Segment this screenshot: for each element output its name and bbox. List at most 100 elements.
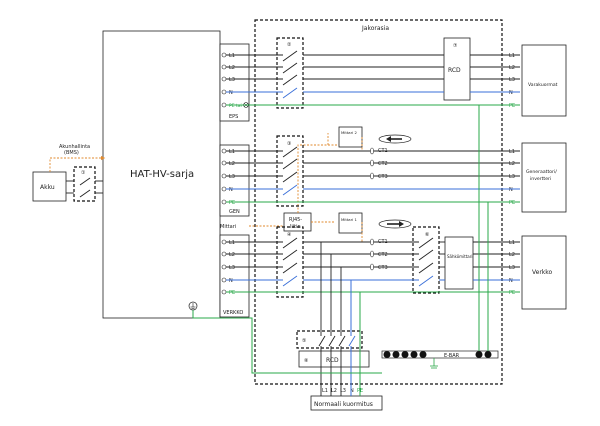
rcd-8-number: ⑧ bbox=[304, 358, 309, 364]
switch-6-contacts bbox=[418, 237, 434, 287]
right-terminal-labels: L1 L2 L3 N PE L1 L2 L3 N PE L1 L2 L3 N P… bbox=[509, 53, 515, 296]
earth-bar bbox=[381, 350, 499, 359]
grid-pe: PE bbox=[229, 290, 235, 296]
normal-load-l3: L3 bbox=[340, 388, 346, 394]
rcd-7 bbox=[443, 37, 471, 101]
gen-pe: PE bbox=[229, 200, 235, 206]
gen-port bbox=[219, 144, 250, 217]
inverter-block bbox=[102, 30, 221, 319]
grid-l1: L1 bbox=[229, 240, 235, 246]
grid-l3: L3 bbox=[229, 265, 235, 271]
normal-load-l2: L2 bbox=[331, 388, 337, 394]
svg-text:PE: PE bbox=[509, 290, 515, 296]
svg-text:L3: L3 bbox=[509, 265, 515, 271]
inverter-label: HAT-HV-sarja bbox=[130, 169, 194, 180]
ct-gen-labels: CT1 CT2 CT3 bbox=[378, 148, 388, 180]
rcd-7-label: RCD bbox=[448, 67, 461, 74]
normal-load-n: N bbox=[350, 388, 354, 394]
svg-text:PE: PE bbox=[509, 103, 515, 109]
rj45-line2: liitin bbox=[290, 224, 301, 230]
battery-block bbox=[32, 171, 67, 202]
switch-3-box bbox=[276, 135, 304, 207]
switch-1-number: ① bbox=[81, 170, 86, 176]
eps-terminals bbox=[221, 52, 227, 108]
earth-bar-terminals bbox=[383, 351, 492, 358]
generator-box bbox=[521, 142, 567, 213]
grid-label: Verkko bbox=[532, 269, 553, 276]
svg-text:PE: PE bbox=[509, 200, 515, 206]
flow-arrow-right-icon bbox=[378, 219, 412, 229]
meter-port-label: Mittari bbox=[220, 224, 236, 230]
wire-path bbox=[192, 310, 382, 374]
bms-label-line2: (BMS) bbox=[64, 150, 79, 156]
eps-l1: L1 bbox=[229, 53, 235, 59]
svg-text:CT2: CT2 bbox=[378, 252, 388, 258]
grid-port bbox=[219, 234, 250, 318]
switch-4-box bbox=[276, 226, 304, 298]
switch-5-contacts bbox=[318, 335, 356, 347]
gen-n: N bbox=[229, 187, 233, 193]
svg-text:L3: L3 bbox=[509, 77, 515, 83]
normal-load-l1: L1 bbox=[322, 388, 328, 394]
switch-3-number: ③ bbox=[287, 141, 291, 147]
backup-loads-box bbox=[521, 44, 567, 117]
svg-text:CT2: CT2 bbox=[378, 161, 388, 167]
ct-grid-labels: CT1 CT2 CT3 bbox=[378, 239, 388, 271]
bms-label-line1: Akunhallinta bbox=[59, 144, 90, 150]
current-transformer bbox=[370, 238, 374, 246]
eps-n: N bbox=[229, 90, 233, 96]
battery-label: Akku bbox=[40, 184, 55, 191]
switch-2-contacts bbox=[282, 50, 298, 99]
switch-1-box bbox=[73, 166, 96, 202]
normal-loads-label: Normaali kuormitus bbox=[314, 401, 373, 408]
eps-port bbox=[219, 43, 250, 122]
energy-meter bbox=[444, 236, 474, 290]
generator-label-line2: invertteri bbox=[530, 176, 551, 182]
switch-6-box bbox=[412, 226, 440, 294]
current-transformer bbox=[370, 263, 374, 271]
distribution-box-title: Jakorasia bbox=[361, 25, 389, 32]
rcd-8-label: RCD bbox=[326, 357, 339, 364]
normal-loads-box bbox=[310, 395, 383, 411]
rcd-7-number: ⑦ bbox=[453, 43, 458, 49]
svg-text:CT3: CT3 bbox=[378, 265, 388, 271]
earth-bar-ground-icon bbox=[430, 358, 438, 369]
current-transformer bbox=[370, 250, 374, 258]
switch-4-number: ④ bbox=[287, 232, 292, 238]
gen-port-label: GEN bbox=[229, 209, 240, 215]
svg-text:L2: L2 bbox=[509, 161, 515, 167]
meter-2-label: Mittari 2 bbox=[341, 130, 357, 135]
wiring bbox=[192, 54, 520, 396]
switch-4-contacts bbox=[282, 237, 298, 287]
eps-pe-or: PE tai bbox=[229, 103, 242, 109]
meter-1 bbox=[338, 212, 363, 234]
eps-port-label: EPS bbox=[229, 114, 238, 120]
svg-text:L1: L1 bbox=[509, 53, 515, 59]
current-transformer bbox=[370, 147, 374, 155]
gen-l3: L3 bbox=[229, 174, 235, 180]
gen-l2: L2 bbox=[229, 161, 235, 167]
switch-3-contacts bbox=[282, 146, 298, 196]
flow-arrow-left-icon bbox=[378, 134, 412, 144]
svg-text:L1: L1 bbox=[509, 149, 515, 155]
svg-text:L1: L1 bbox=[509, 240, 515, 246]
svg-text:N: N bbox=[509, 90, 513, 96]
backup-loads-label: Varakuormat bbox=[528, 82, 558, 88]
gen-l1: L1 bbox=[229, 149, 235, 155]
current-transformer bbox=[370, 159, 374, 167]
generator-label-line1: Generaattori/ bbox=[526, 169, 557, 175]
eps-l2: L2 bbox=[229, 65, 235, 71]
earth-bar-label: E-BAR bbox=[444, 353, 460, 359]
switch-5-box bbox=[296, 330, 363, 349]
grid-port-label: VERKKO bbox=[223, 310, 243, 316]
grid-box bbox=[521, 235, 567, 310]
svg-text:L2: L2 bbox=[509, 65, 515, 71]
switch-2-box bbox=[276, 37, 304, 109]
svg-text:L2: L2 bbox=[509, 252, 515, 258]
svg-text:CT3: CT3 bbox=[378, 174, 388, 180]
svg-text:N: N bbox=[509, 187, 513, 193]
svg-text:L3: L3 bbox=[509, 174, 515, 180]
eps-l3: L3 bbox=[229, 77, 235, 83]
switch-5-number: ⑤ bbox=[302, 338, 306, 344]
